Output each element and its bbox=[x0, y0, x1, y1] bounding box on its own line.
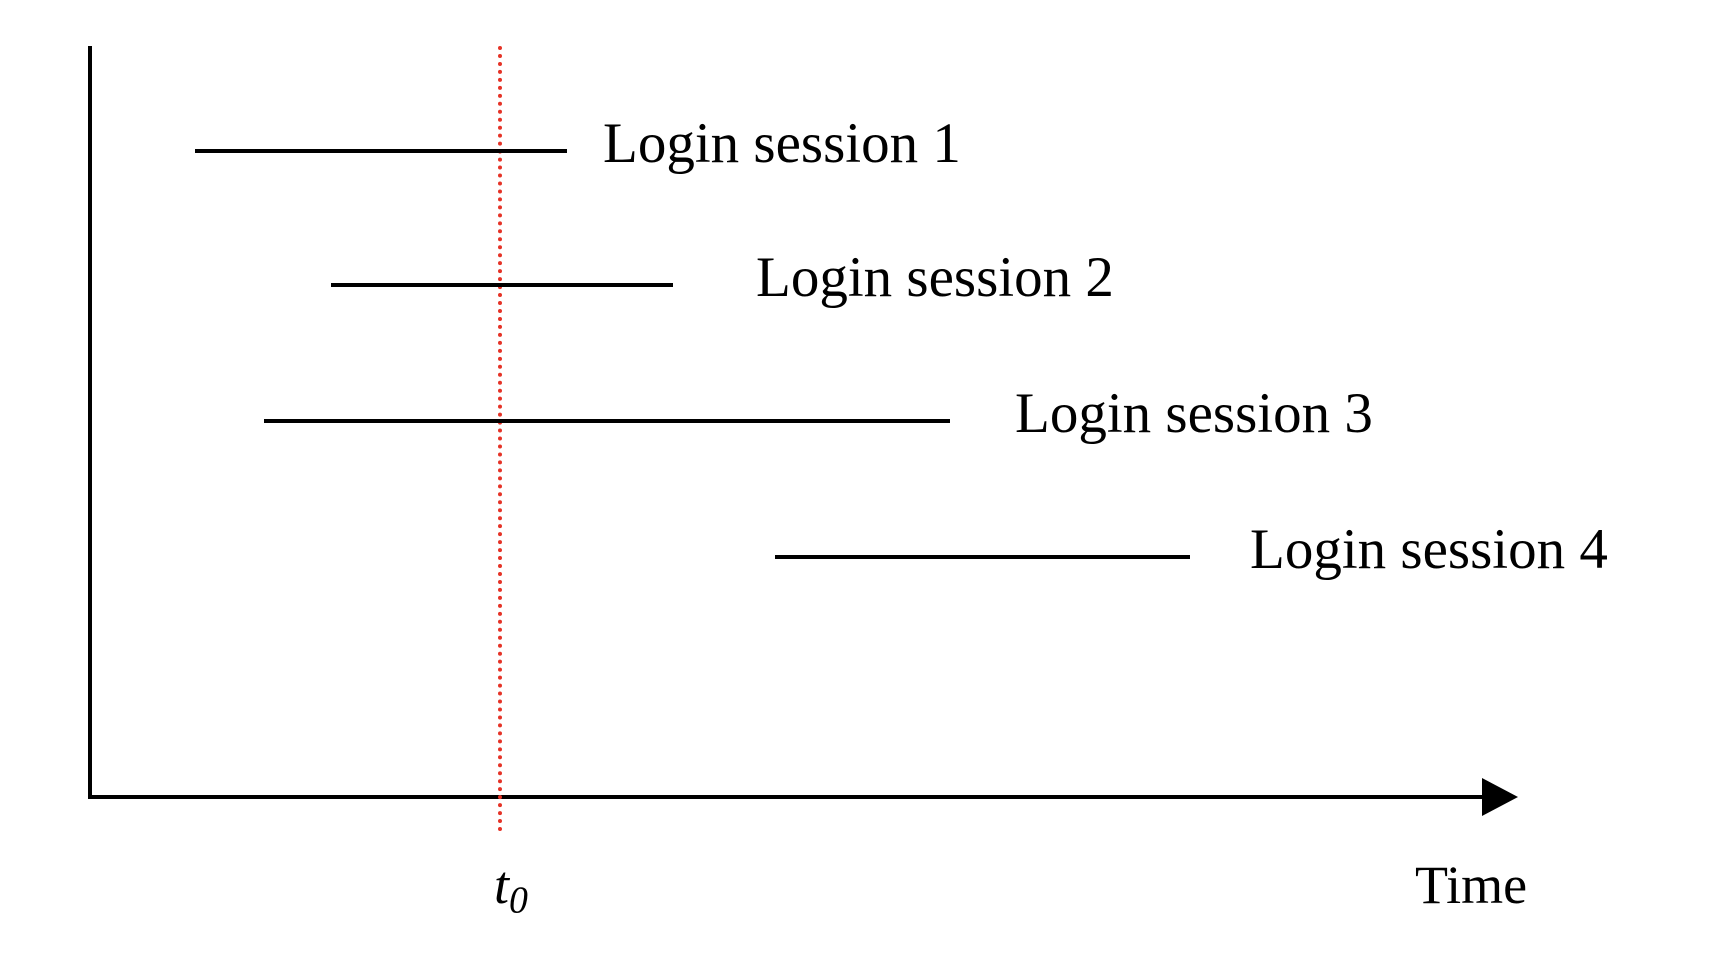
y-axis-line bbox=[88, 46, 92, 799]
session-label-2: Login session 2 bbox=[756, 246, 1114, 309]
t0-label: t0 bbox=[494, 855, 528, 919]
session-line-2 bbox=[331, 283, 673, 287]
session-line-3 bbox=[264, 419, 950, 423]
x-axis-arrowhead-icon bbox=[1482, 778, 1518, 816]
x-axis-line bbox=[88, 795, 1484, 799]
session-label-4: Login session 4 bbox=[1250, 518, 1608, 581]
session-line-4 bbox=[775, 555, 1190, 559]
session-label-3: Login session 3 bbox=[1015, 382, 1373, 445]
t0-subscript: 0 bbox=[509, 879, 528, 922]
t0-base-char: t bbox=[494, 855, 510, 915]
session-label-1: Login session 1 bbox=[603, 112, 961, 175]
session-line-1 bbox=[195, 149, 567, 153]
time-axis-label: Time bbox=[1415, 855, 1528, 915]
t0-dotted-line bbox=[498, 46, 502, 832]
